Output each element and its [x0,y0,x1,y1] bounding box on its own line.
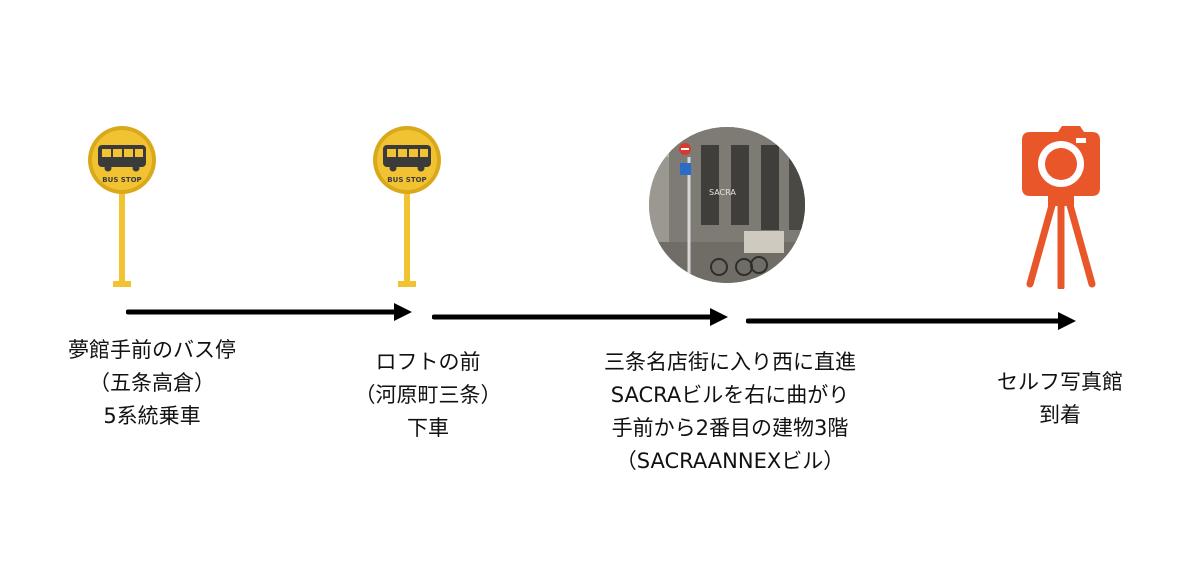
arrow-right-icon [126,303,412,321]
arrow-right-icon [746,312,1076,330]
arrow-right-icon [432,308,728,326]
bus-stop-label: BUS STOP [102,176,141,184]
step-3-text: 三条名店街に入り西に直進 SACRAビルを右に曲がり 手前から2番目の建物3階 … [580,346,880,478]
step-1-line-2: （五条高倉） [89,371,215,395]
step-2-line-3: 下車 [407,416,449,440]
step-3-line-3: 手前から2番目の建物3階 [611,416,849,440]
bus-stop-icon: BUS STOP [88,126,156,287]
step-4-text: セルフ写真館 到着 [960,366,1160,432]
bus-stop-icon: BUS STOP [373,126,441,287]
step-2-line-2: （河原町三条） [354,383,502,407]
step-2-line-1: ロフトの前 [375,350,481,374]
step-3-line-4: （SACRAANNEXビル） [615,449,845,473]
step-4-line-2: 到着 [1039,403,1081,427]
building-sign: SACRA [709,188,736,197]
building-sign-text: SACRA [709,188,736,197]
camera-icon [1022,126,1100,289]
building-photo: SACRA [649,127,805,283]
step-3-line-2: SACRAビルを右に曲がり [610,383,850,407]
step-1-line-3: 5系統乗車 [103,404,201,428]
step-2-text: ロフトの前 （河原町三条） 下車 [328,346,528,445]
step-4-line-1: セルフ写真館 [997,370,1123,394]
step-3-line-1: 三条名店街に入り西に直進 [604,350,856,374]
bus-stop-label: BUS STOP [387,176,426,184]
step-1-text: 夢館手前のバス停 （五条高倉） 5系統乗車 [52,334,252,433]
step-1-line-1: 夢館手前のバス停 [68,338,236,362]
